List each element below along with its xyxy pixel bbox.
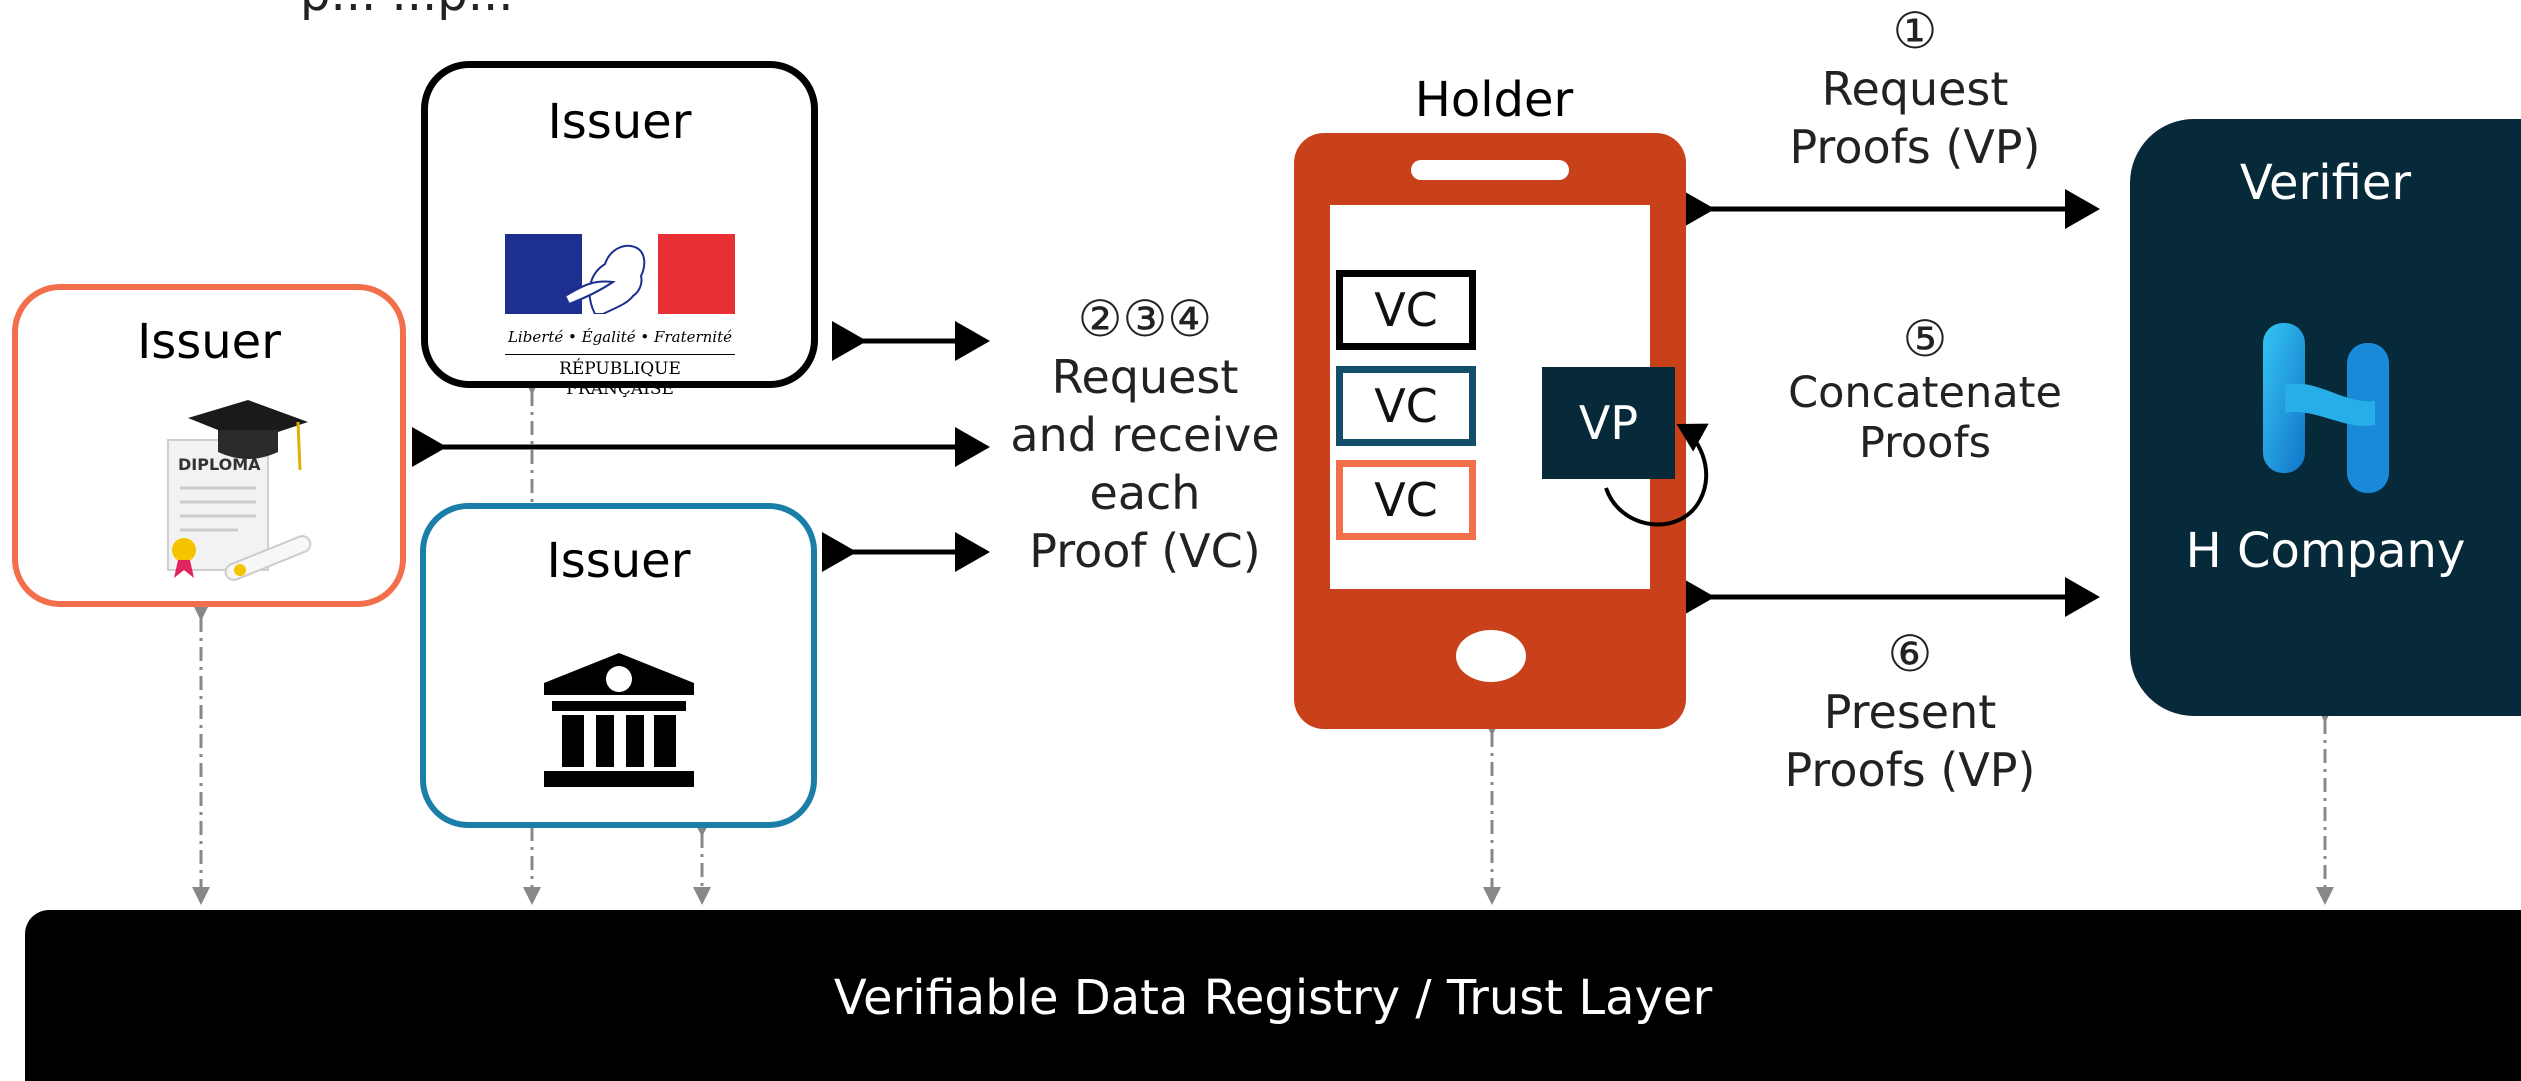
step-1-number: ①: [1892, 2, 1938, 60]
vp-box: VP: [1542, 367, 1675, 479]
vc-black: VC: [1336, 270, 1476, 350]
marianne-logo: Liberté • Égalité • Fraternité RÉPUBLIQU…: [505, 234, 735, 399]
vc-orange: VC: [1336, 460, 1476, 540]
marianne-name: RÉPUBLIQUE FRANÇAISE: [505, 354, 735, 399]
step-6-line1: Present: [1823, 685, 1997, 739]
h-company-logo-icon: [2263, 323, 2389, 493]
issuer-bank-card: Issuer: [420, 503, 817, 828]
verifier-company: H Company: [2185, 523, 2466, 579]
concatenate-loop-arrow: [1604, 423, 1709, 527]
marianne-icon: [563, 244, 646, 314]
step-6-number: ⑥: [1887, 625, 1933, 683]
step-1-line2: Proofs (VP): [1789, 120, 2041, 174]
step-1-label: ① Request Proofs (VP): [1765, 2, 2065, 176]
registry-bar: Verifiable Data Registry / Trust Layer: [25, 910, 2521, 1081]
issuer-diploma-card: Issuer DIPLOMA: [12, 284, 406, 607]
issuer-bank-title: Issuer: [546, 533, 691, 589]
step-5-line2: Proofs: [1858, 418, 1992, 468]
steps-234-label: ②③④ Request and receive each Proof (VC): [995, 290, 1295, 580]
step-6-label: ⑥ Present Proofs (VP): [1760, 625, 2060, 799]
phone-speaker: [1411, 160, 1569, 180]
vc-teal: VC: [1336, 366, 1476, 446]
step-5-number: ⑤: [1902, 310, 1948, 368]
step-1-line1: Request: [1821, 62, 2009, 116]
issuer-gov-card: Issuer Liberté • Égalité • Fraternité RÉ…: [421, 61, 818, 399]
phone-home-button: [1456, 630, 1526, 682]
steps-234-line1: Request: [1051, 350, 1239, 404]
step-5-line1: Concatenate: [1788, 368, 2062, 418]
issuer-diploma-title: Issuer: [137, 314, 281, 370]
steps-234-numbers: ②③④: [1077, 290, 1213, 348]
top-cut-text: p... ...p...: [300, 0, 514, 22]
verifier-card: Verifier H Company: [2130, 119, 2521, 716]
registry-label: Verifiable Data Registry / Trust Layer: [833, 970, 1713, 1026]
step-5-label: ⑤ Concatenate Proofs: [1770, 310, 2080, 468]
diploma-icon: DIPLOMA: [167, 400, 312, 581]
verifier-title: Verifier: [2239, 155, 2412, 211]
steps-234-line2: and receive: [1010, 408, 1280, 462]
steps-234-line3: each: [1089, 466, 1201, 520]
bank-icon: [544, 653, 694, 787]
issuer-gov-title: Issuer: [547, 94, 692, 150]
holder-title: Holder: [1414, 72, 1574, 128]
step-6-line2: Proofs (VP): [1784, 743, 2036, 797]
diploma-text: DIPLOMA: [178, 455, 261, 474]
marianne-motto: Liberté • Égalité • Fraternité: [507, 328, 733, 346]
steps-234-line4: Proof (VC): [1029, 524, 1261, 578]
